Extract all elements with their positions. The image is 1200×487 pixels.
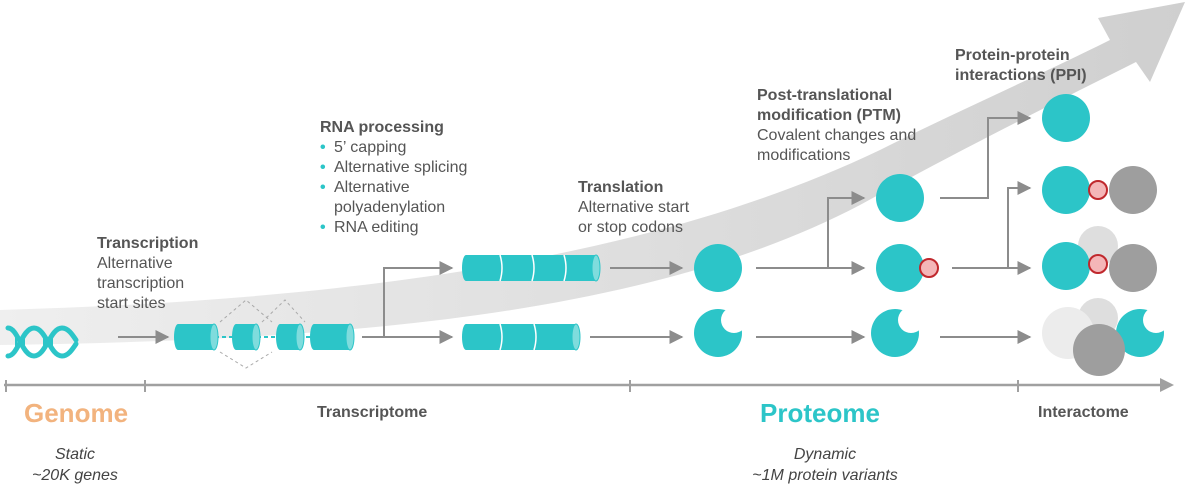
interactome-label: Interactome: [1038, 404, 1129, 421]
ptm-desc-2: modifications: [757, 147, 851, 164]
protein-complex-icon-large: [1042, 298, 1169, 376]
dna-icon: [5, 325, 79, 359]
protein-icon-ppi-single: [1042, 94, 1090, 142]
arrow-rna-processing: [362, 261, 454, 344]
proteome-label: Proteome: [760, 398, 880, 428]
translation-desc-2: or stop codons: [578, 219, 683, 236]
protein-icon-crescent: [694, 307, 747, 357]
rna-processing-item: RNA editing: [320, 218, 510, 238]
protein-icon-ptm-modified: [876, 244, 939, 292]
omics-axis: [4, 378, 1174, 392]
ptm-label: Post-translational modification (PTM) Co…: [757, 86, 957, 166]
rna-processing-item: Alternative polyadenylation: [320, 178, 474, 218]
genome-note: Static ~20K genes: [0, 444, 150, 486]
rna-processing-item: 5’ capping: [320, 138, 510, 158]
ppi-label: Protein-protein interactions (PPI): [955, 46, 1135, 86]
proteome-note: Dynamic ~1M protein variants: [700, 444, 950, 486]
transcription-label: Transcription Alternative transcription …: [97, 234, 237, 314]
transcription-desc-1: Alternative: [97, 255, 173, 272]
genome-note-line-2: ~20K genes: [32, 467, 118, 484]
transcriptome-label: Transcriptome: [317, 404, 428, 421]
ptm-title-2: modification (PTM): [757, 107, 901, 124]
transcription-desc-3: start sites: [97, 295, 166, 312]
translation-title: Translation: [578, 179, 664, 196]
genome-label: Genome: [24, 398, 129, 428]
transcription-desc-2: transcription: [97, 275, 185, 292]
genome-note-line-1: Static: [54, 446, 95, 463]
rna-processing-item: Alternative splicing: [320, 158, 510, 178]
protein-icon-round: [694, 244, 742, 292]
proteome-note-line-2: ~1M protein variants: [752, 467, 898, 484]
arrow-ppi: [940, 111, 1032, 344]
mrna-icon-short: [462, 323, 581, 351]
rna-processing-label: RNA processing 5’ capping Alternative sp…: [320, 118, 510, 238]
translation-label: Translation Alternative start or stop co…: [578, 178, 728, 238]
pre-mrna-icon: [174, 299, 355, 369]
protein-complex-icon-dimer: [1042, 166, 1157, 214]
ppi-title-1: Protein-protein: [955, 47, 1070, 64]
protein-icon-ptm-crescent: [871, 307, 924, 357]
protein-icon-ptm-top: [876, 174, 924, 222]
ptm-desc-1: Covalent changes and: [757, 127, 917, 144]
translation-desc-1: Alternative start: [578, 199, 690, 216]
ptm-title-1: Post-translational: [757, 87, 893, 104]
ppi-title-2: interactions (PPI): [955, 67, 1087, 84]
rna-processing-list: 5’ capping Alternative splicing Alternat…: [320, 138, 510, 238]
transcription-title: Transcription: [97, 235, 199, 252]
rna-processing-title: RNA processing: [320, 119, 444, 136]
protein-complex-icon-trimer: [1042, 226, 1157, 292]
mrna-icon-long: [462, 254, 601, 282]
arrow-ptm: [756, 191, 866, 344]
proteome-note-line-1: Dynamic: [793, 446, 857, 463]
